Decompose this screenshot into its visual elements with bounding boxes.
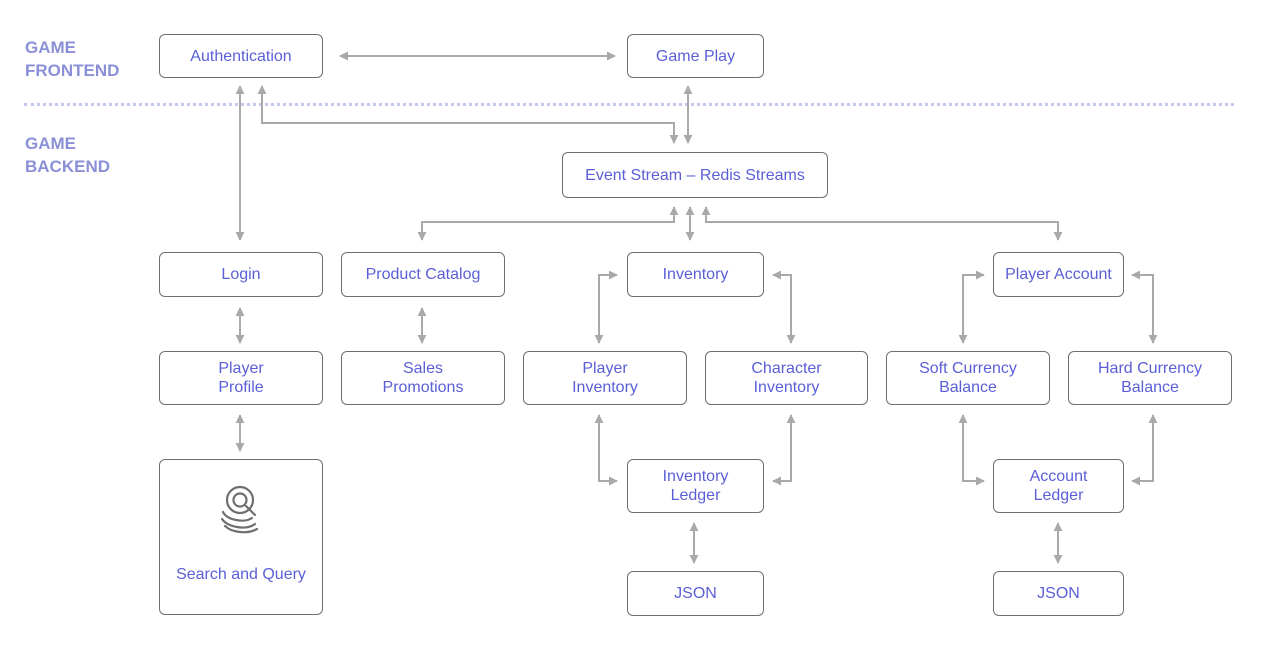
edge-eventstream-productcatalog bbox=[417, 206, 679, 241]
node-game-play: Game Play bbox=[627, 34, 764, 78]
node-authentication: Authentication bbox=[159, 34, 323, 78]
edge-auth-eventstream bbox=[257, 85, 679, 144]
edge-playerinventory-ledger bbox=[594, 414, 618, 486]
node-event-stream: Event Stream – Redis Streams bbox=[562, 152, 828, 198]
edge-softcurrency-ledger bbox=[958, 414, 985, 486]
node-product-catalog: Product Catalog bbox=[341, 252, 505, 297]
section-label-backend: GAME BACKEND bbox=[25, 134, 110, 176]
node-login: Login bbox=[159, 252, 323, 297]
edge-eventstream-playeraccount bbox=[701, 206, 1063, 241]
node-player-account: Player Account bbox=[993, 252, 1124, 297]
edge-playeraccount-softcurrency bbox=[958, 270, 985, 344]
edge-hardcurrency-ledger bbox=[1131, 414, 1158, 486]
edge-inventory-characterinventory bbox=[772, 270, 796, 344]
node-json-inventory: JSON bbox=[627, 571, 764, 616]
edge-characterinventory-ledger bbox=[772, 414, 796, 486]
search-query-icon bbox=[216, 480, 266, 539]
node-search-and-query: Search and Query bbox=[159, 459, 323, 615]
section-label-frontend: GAME FRONTEND bbox=[25, 38, 120, 80]
edge-playeraccount-hardcurrency bbox=[1131, 270, 1158, 344]
node-inventory: Inventory bbox=[627, 252, 764, 297]
edge-inventory-playerinventory bbox=[594, 270, 618, 344]
node-json-account: JSON bbox=[993, 571, 1124, 616]
